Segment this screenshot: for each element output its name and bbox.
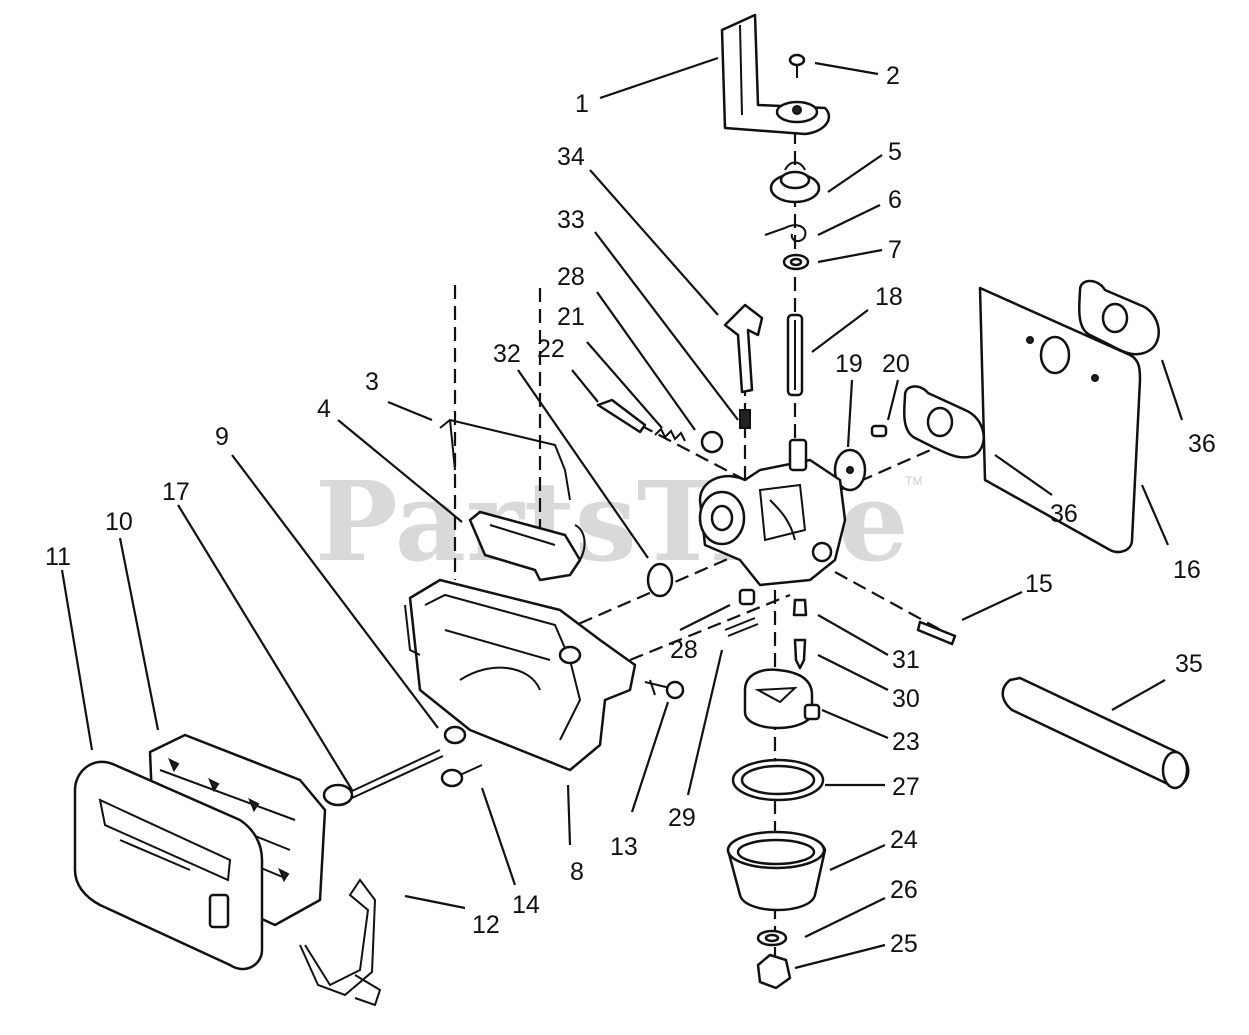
leader-lines <box>60 56 1184 970</box>
callout-15: 15 <box>1025 570 1053 598</box>
callout-20: 20 <box>882 350 910 378</box>
part-7-washer <box>782 253 810 271</box>
callout-29: 29 <box>668 804 696 832</box>
part-1-bracket <box>720 13 831 136</box>
callout-12: 12 <box>472 911 500 939</box>
part-17-bolt <box>322 749 444 807</box>
part-32-disc <box>646 562 674 598</box>
part-4-bracket <box>468 510 586 582</box>
callout-25: 25 <box>890 930 918 958</box>
part-29-spring <box>724 617 759 637</box>
part-24-bowl <box>726 830 827 912</box>
callout-11: 11 <box>45 543 71 571</box>
callout-19: 19 <box>835 350 863 378</box>
callout-9: 9 <box>215 423 229 451</box>
callout-labels: 1 2 5 6 7 34 33 28 21 22 32 18 19 20 3 4… <box>45 62 1216 958</box>
callout-30: 30 <box>892 685 920 713</box>
callout-36-upper: 36 <box>1188 430 1216 458</box>
part-21-spring <box>654 427 686 442</box>
part-2-screw <box>788 53 806 78</box>
part-16-gasket <box>978 286 1142 554</box>
callout-5: 5 <box>888 138 902 166</box>
callout-17: 17 <box>162 478 190 506</box>
part-11-cover <box>73 760 264 971</box>
watermark-trademark: TM <box>905 474 922 488</box>
part-13-clip <box>644 679 685 700</box>
part-8-base <box>404 578 637 772</box>
part-34-lever <box>723 303 764 429</box>
part-28-seal-upper <box>700 430 724 454</box>
callout-14: 14 <box>512 891 540 919</box>
callout-1: 1 <box>575 90 589 118</box>
part-36-gasket-upper <box>1077 279 1160 356</box>
part-5-cam <box>769 161 821 204</box>
part-19-plate <box>833 448 867 492</box>
callout-26: 26 <box>890 876 918 904</box>
callout-21: 21 <box>557 303 585 331</box>
part-30-needle <box>793 638 807 670</box>
callout-24: 24 <box>890 826 918 854</box>
part-35-tube <box>1001 676 1190 790</box>
part-15-pin <box>916 620 957 646</box>
callout-32: 32 <box>493 340 521 368</box>
part-9-grommet <box>443 725 467 745</box>
callout-31: 31 <box>892 646 920 674</box>
callout-16: 16 <box>1173 556 1201 584</box>
part-31-jet <box>792 598 808 617</box>
callout-28-lower: 28 <box>670 636 698 664</box>
callout-23: 23 <box>892 728 920 756</box>
part-6-spring <box>764 224 807 242</box>
callout-28-upper: 28 <box>557 263 585 291</box>
part-27-ring <box>731 758 825 802</box>
callout-33: 33 <box>557 206 585 234</box>
callout-8: 8 <box>570 858 584 886</box>
part-18-shaft <box>786 313 804 397</box>
callout-36-lower: 36 <box>1050 500 1078 528</box>
callout-4: 4 <box>317 395 331 423</box>
callout-22: 22 <box>537 335 565 363</box>
part-26-washer <box>756 929 788 947</box>
carburetor-body <box>698 438 847 587</box>
callout-35: 35 <box>1175 650 1203 678</box>
part-25-nut <box>756 953 792 990</box>
part-12-clip <box>299 878 382 1007</box>
callout-13: 13 <box>610 833 638 861</box>
part-36-gasket-lower <box>902 385 985 459</box>
callout-34: 34 <box>557 143 585 171</box>
callout-2: 2 <box>886 62 900 90</box>
callout-3: 3 <box>365 368 379 396</box>
part-23-float <box>743 668 821 730</box>
callout-27: 27 <box>892 773 920 801</box>
callout-6: 6 <box>888 186 902 214</box>
callout-10: 10 <box>105 508 133 536</box>
part-20-screw <box>870 424 888 438</box>
part-3-wire <box>439 418 571 501</box>
part-28-seal-lower <box>738 588 756 606</box>
part-14-screw <box>440 764 483 788</box>
part-22-needle <box>596 398 647 434</box>
callout-18: 18 <box>875 283 903 311</box>
callout-7: 7 <box>888 236 902 264</box>
